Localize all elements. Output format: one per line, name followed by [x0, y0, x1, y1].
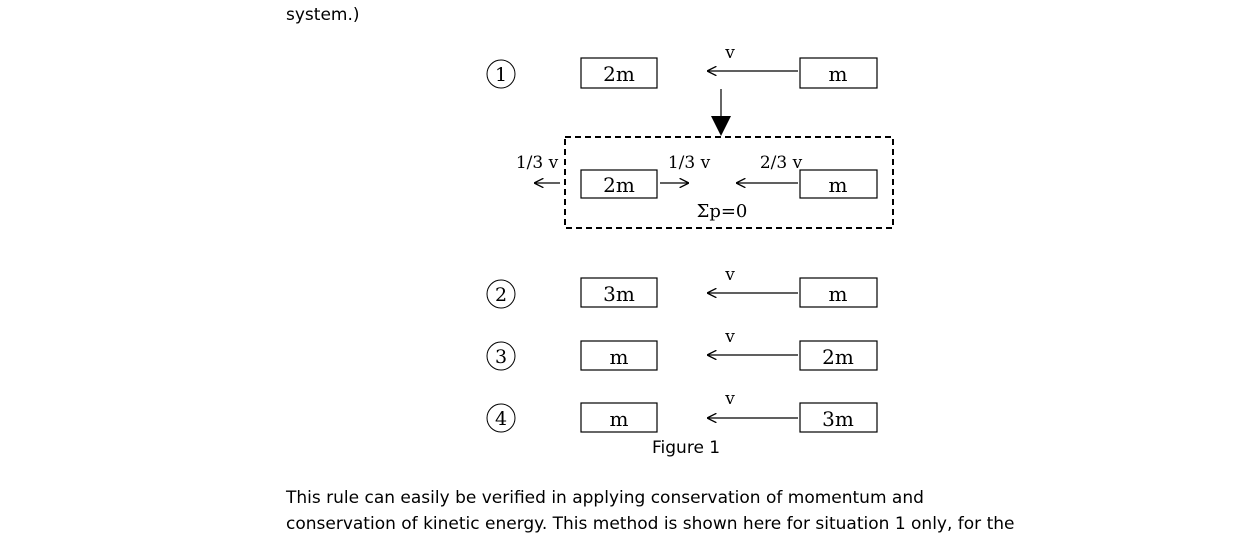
left-mass-box [580, 57, 658, 89]
situation-number-circle [486, 59, 516, 89]
situation-number: 3 [495, 346, 507, 368]
com-right-mass-label: m [829, 173, 848, 197]
right-mass-label: m [829, 62, 848, 86]
situation-number-circle [486, 279, 516, 309]
com-frame-dashed-box [564, 136, 894, 229]
figure-caption: Figure 1 [652, 438, 721, 458]
right-mass-velocity-label: 2/3 v [760, 153, 803, 173]
left-mass-box [580, 340, 658, 371]
left-mass-label: m [610, 407, 629, 431]
paragraph-line-2: conservation of kinetic energy. This met… [286, 514, 1015, 534]
center-of-mass-frame: 2m m 1/3 v 1/3 v 2/3 v Σp=0 [516, 136, 894, 229]
situation-3: 3 m 2m v [486, 327, 878, 371]
left-mass-velocity-label: 1/3 v [668, 153, 711, 173]
situation-number-circle [486, 341, 516, 371]
com-left-mass-label: 2m [603, 173, 635, 197]
situation-2: 2 3m m v [486, 265, 878, 309]
situation-number: 1 [495, 64, 507, 86]
velocity-label: v [724, 43, 735, 63]
situation-1: 1 2m m v [486, 43, 878, 89]
situation-number: 2 [495, 284, 507, 306]
situation-number: 4 [495, 408, 507, 430]
velocity-label: v [724, 265, 735, 285]
velocity-label: v [724, 389, 735, 409]
right-mass-box [799, 57, 878, 89]
paragraph-line-1: This rule can easily be verified in appl… [286, 488, 924, 508]
top-text-fragment: system.) [286, 5, 360, 25]
com-right-mass-box [799, 169, 878, 199]
situation-4: 4 m 3m v [486, 389, 878, 433]
right-mass-box [799, 340, 878, 371]
transition-arrow-head [711, 116, 731, 136]
left-mass-box [580, 277, 658, 308]
left-mass-label: 2m [603, 62, 635, 86]
right-mass-label: m [829, 282, 848, 306]
right-mass-label: 2m [822, 345, 854, 369]
outer-left-velocity-label: 1/3 v [516, 153, 559, 173]
left-mass-label: m [610, 345, 629, 369]
left-mass-box [580, 402, 658, 433]
right-mass-box [799, 277, 878, 308]
situation-number-circle [486, 403, 516, 433]
right-mass-box [799, 402, 878, 433]
com-left-mass-box [580, 169, 658, 199]
momentum-sum-label: Σp=0 [697, 201, 748, 222]
left-mass-label: 3m [603, 282, 635, 306]
velocity-label: v [724, 327, 735, 347]
right-mass-label: 3m [822, 407, 854, 431]
